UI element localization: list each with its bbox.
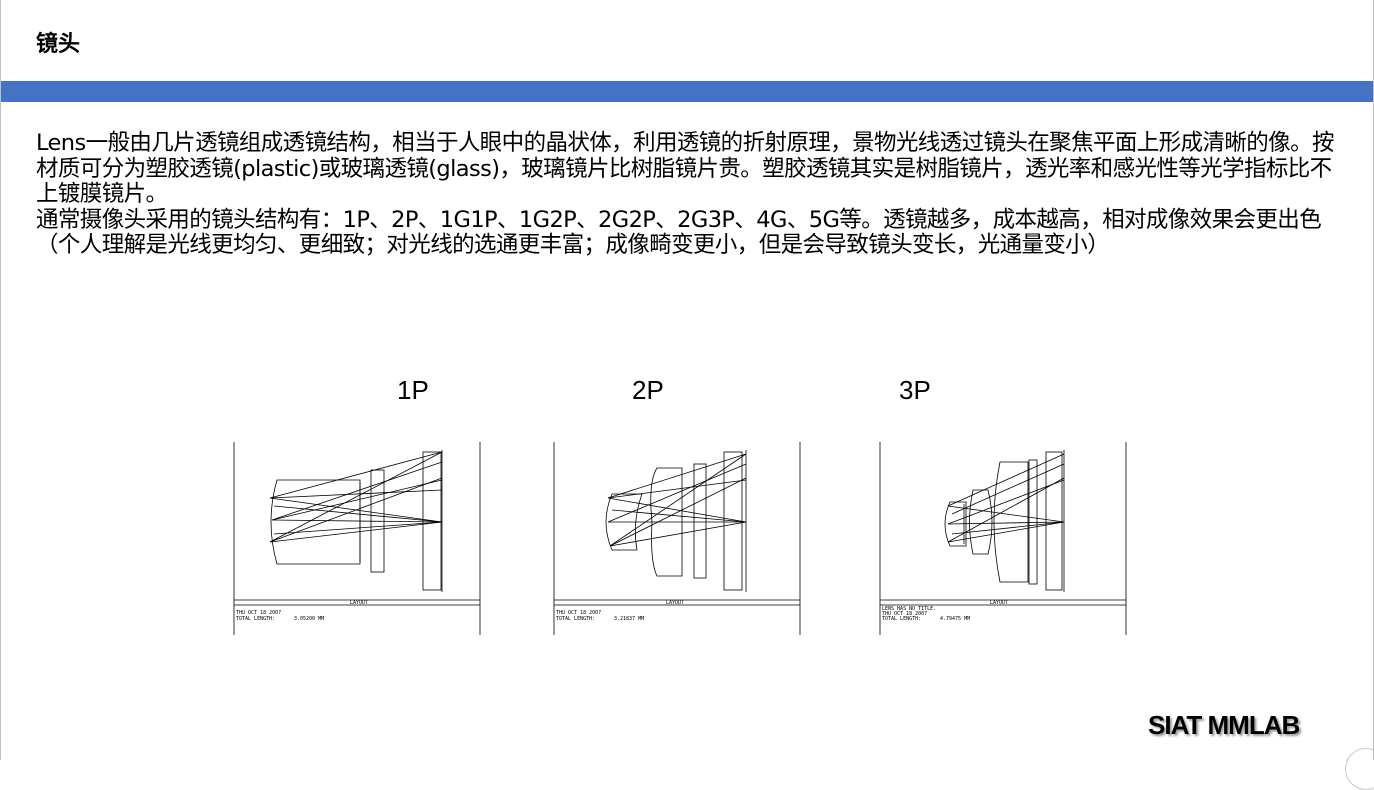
slide-title: 镜头 (36, 32, 81, 57)
layout-total-length-value: 3.21837 MM (614, 616, 644, 622)
diagram-label-2p: 2P (632, 375, 664, 405)
layout-date: THU OCT 18 2007 (882, 611, 927, 617)
paragraph-lens-structures: 通常摄像头采用的镜头结构有：1P、2P、1G1P、1G2P、2G2P、2G3P、… (36, 206, 1322, 258)
paragraph-lens-intro: Lens一般由几片透镜组成透镜结构，相当于人眼中的晶状体，利用透镜的折射原理，景… (36, 130, 1334, 207)
lens-layout-diagram-3p: LAYOUT LENS HAS NO TITLE. THU OCT 18 200… (878, 442, 1128, 635)
layout-title: LAYOUT (666, 600, 684, 606)
layout-total-length-label: TOTAL LENGTH: (882, 616, 921, 622)
body-text: Lens一般由几片透镜组成透镜结构，相当于人眼中的晶状体，利用透镜的折射原理，景… (36, 130, 1336, 259)
title-accent-bar (1, 81, 1373, 102)
lens-layout-diagram-2p: LAYOUT THU OCT 18 2007 TOTAL LENGTH: 3.2… (552, 442, 802, 635)
diagram-label-1p: 1P (397, 375, 429, 405)
layout-no-title: LENS HAS NO TITLE. (882, 606, 936, 612)
footer-brand-logo: SIAT MMLAB (1148, 710, 1300, 740)
layout-date: THU OCT 18 2007 (556, 610, 601, 616)
lens-layout-diagram-1p: LAYOUT THU OCT 18 2007 TOTAL LENGTH: 3.0… (232, 442, 482, 635)
layout-total-length-value: 3.05200 MM (294, 616, 324, 622)
layout-total-length-value: 4.79475 MM (940, 616, 970, 622)
diagram-label-3p: 3P (899, 375, 931, 405)
slide-left-border (0, 0, 1, 760)
layout-total-length-label: TOTAL LENGTH: (236, 616, 275, 622)
layout-date: THU OCT 18 2007 (236, 610, 281, 616)
layout-title: LAYOUT (990, 600, 1008, 606)
layout-total-length-label: TOTAL LENGTH: (556, 616, 595, 622)
layout-title: LAYOUT (350, 600, 368, 606)
corner-circle-mark (1345, 748, 1374, 790)
